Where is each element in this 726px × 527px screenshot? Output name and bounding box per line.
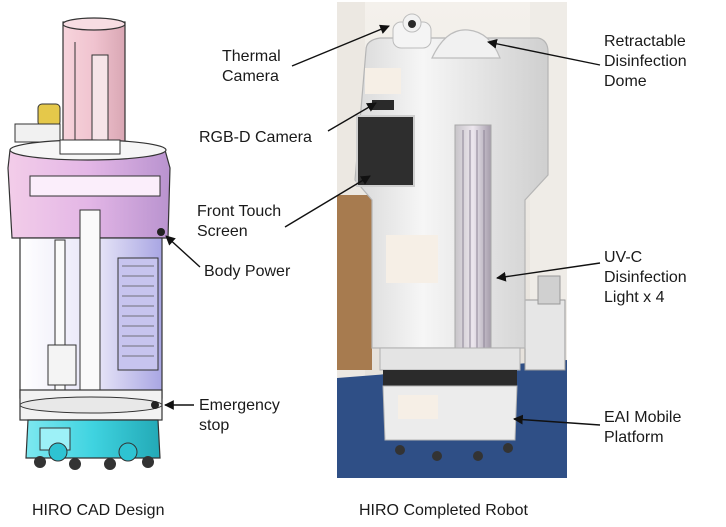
label-touch-line2: Screen [197, 223, 248, 240]
arrow-eai-platform [513, 414, 601, 426]
label-dome-line2: Disinfection [604, 53, 687, 70]
label-dome-line1: Retractable [604, 33, 686, 50]
label-uvc-line2: Disinfection [604, 269, 687, 286]
label-dome-line3: Dome [604, 73, 647, 90]
caption-cad-design: HIRO CAD Design [32, 502, 165, 519]
arrow-body-power [165, 235, 201, 268]
label-body-power: Body Power [204, 263, 291, 280]
uvc-light-channel [454, 124, 492, 361]
label-dome: Retractable Disinfection Dome [604, 32, 687, 92]
logo-patch-top [365, 68, 401, 94]
label-emergency-stop: Emergency stop [199, 396, 280, 436]
arrow-thermal-camera [291, 24, 390, 67]
arrow-rgbd-camera [327, 102, 377, 132]
cad-thermal-sensor [37, 103, 61, 127]
caption-completed-robot: HIRO Completed Robot [359, 502, 528, 519]
cad-emergency-button [151, 401, 159, 409]
label-eai-line2: Platform [604, 429, 664, 446]
cad-power-button [157, 228, 165, 236]
label-touch-line1: Front Touch [197, 203, 282, 220]
label-thermal-line1: Thermal [222, 48, 281, 65]
rgbd-camera [372, 100, 394, 110]
label-emergency-line1: Emergency [199, 397, 280, 414]
label-uvc-light: UV-C Disinfection Light x 4 [604, 248, 687, 308]
disinfection-dome [431, 29, 501, 59]
arrow-uvc-light [496, 262, 601, 282]
cad-design-illustration [7, 17, 171, 470]
robot-photo [337, 2, 567, 478]
label-thermal-line2: Camera [222, 68, 279, 85]
logo-patch-body [386, 235, 438, 283]
logo-patch-base [398, 395, 438, 419]
label-emergency-line2: stop [199, 417, 230, 434]
label-uvc-line1: UV-C [604, 249, 643, 266]
arrow-dome [487, 38, 601, 66]
label-eai-line1: EAI Mobile [604, 409, 682, 426]
arrow-touch-screen [284, 175, 371, 228]
callout-arrows [164, 24, 601, 426]
label-eai-platform: EAI Mobile Platform [604, 408, 681, 448]
label-uvc-line3: Light x 4 [604, 289, 665, 306]
label-thermal-camera: Thermal Camera [222, 47, 281, 87]
label-rgbd-camera: RGB-D Camera [199, 129, 312, 146]
wood-door [337, 195, 372, 370]
touch-screen [356, 115, 415, 187]
label-touch-screen: Front Touch Screen [197, 202, 281, 242]
